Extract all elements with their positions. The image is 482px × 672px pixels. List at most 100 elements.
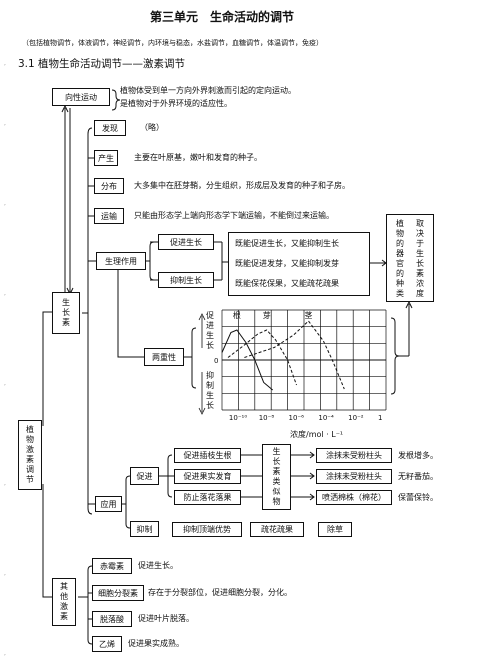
promote-app-3: 防止落花落果 (174, 490, 241, 505)
analog-label-char: 物 (272, 497, 281, 506)
other-hormones-box: 其他激素 (52, 578, 76, 626)
discovery-label: 发现 (94, 120, 126, 136)
application-label: 应用 (95, 496, 122, 512)
series-line-3 (244, 320, 345, 390)
app-result-2: 无籽番茄。 (398, 472, 438, 481)
auxin-label-char: 生 (62, 298, 70, 307)
section-heading: 3.1 植物生命活动调节——激素调节 (18, 58, 186, 70)
y-label-bottom-char: 制 (206, 380, 214, 390)
auxin-label-char: 素 (62, 318, 70, 327)
other-hormone-1: 赤霉素 (92, 558, 132, 574)
chart-xlabel: 浓度/mol · L⁻¹ (290, 430, 344, 439)
series-label-1: 根 (233, 310, 241, 320)
effect-line-2: 既能促进发芽，又能抑制发芽 (235, 259, 339, 268)
margin-mark: , (4, 60, 6, 67)
promote-app-label: 促进 (130, 467, 159, 485)
x-tick-label: 1 (378, 414, 382, 422)
root-label-char: 素 (26, 455, 34, 464)
produce-label: 产生 (94, 150, 118, 166)
effects-box: 既能促进生长，又能抑制生长 既能促进发芽，又能抑制发芽 既能保花保果，又能疏花疏… (228, 232, 370, 296)
promote-growth-box: 促进生长 (158, 234, 214, 250)
margin-mark: , (4, 290, 6, 297)
promote-app-1: 促进插枝生根 (174, 448, 241, 463)
transport-label: 运输 (94, 208, 124, 224)
other-effect-2: 存在于分裂部位，促进细胞分裂，分化。 (148, 588, 292, 597)
y-label-bottom-char: 抑 (206, 370, 214, 380)
x-tick-label: 10⁻¹⁰ (229, 414, 247, 422)
analog-box: 生长素类似物 (262, 444, 291, 510)
page-title: 第三单元 生命活动的调节 (150, 10, 295, 24)
margin-mark: , (4, 200, 6, 207)
physio-label: 生理作用 (96, 252, 146, 270)
inhibit-app-3: 除草 (318, 522, 352, 537)
other-effect-4: 促进果实成熟。 (128, 639, 184, 648)
discovery-text: （略） (140, 123, 164, 132)
app-action-1: 涂抹未受粉柱头 (316, 448, 392, 463)
effect-line-3: 既能保花保果，又能疏花疏果 (235, 279, 339, 288)
x-tick-label: 10⁻⁸ (259, 414, 275, 422)
root-label-char: 调 (26, 465, 34, 474)
y-label-top-char: 促 (206, 310, 214, 320)
effect-line-1: 既能促进生长，又能抑制生长 (235, 239, 339, 248)
other-label-char: 激 (60, 602, 68, 611)
analog-label-char: 素 (272, 467, 281, 476)
distribution-text: 大多集中在胚芽鞘，分生组织，形成层及发育的种子和子房。 (134, 181, 350, 190)
app-action-2: 涂抹未受粉柱头 (316, 469, 392, 484)
y-label-top-char: 长 (206, 340, 214, 350)
x-tick-label: 10⁻⁶ (289, 414, 305, 422)
x-tick-label: 10⁻² (348, 414, 364, 422)
y-label-bottom-char: 生 (206, 390, 214, 400)
other-hormone-2: 细胞分裂素 (92, 585, 144, 601)
root-box-plant-hormone-regulation: 植物激素调节 (18, 420, 42, 490)
root-label-char: 节 (26, 475, 34, 484)
auxin-label-char: 长 (62, 308, 70, 317)
root-label-char: 物 (26, 435, 34, 444)
x-tick-label: 10⁻⁴ (318, 414, 334, 422)
app-action-3: 喷洒棉株（棉花） (316, 490, 392, 505)
tropism-box: 向性运动 (52, 88, 110, 106)
series-line-2 (227, 329, 297, 386)
other-label-char: 素 (60, 612, 68, 621)
root-label-char: 激 (26, 445, 34, 454)
y-label-bottom-char: 长 (206, 400, 214, 410)
series-label-2: 芽 (263, 310, 271, 320)
y-arrow-down-head (198, 407, 206, 415)
transport-text: 只能由形态学上端向形态学下端运输，不能倒过来运输。 (134, 211, 334, 220)
margin-mark: , (4, 570, 6, 577)
y-label-top-char: 进 (206, 321, 214, 330)
duality-label: 两重性 (144, 348, 184, 366)
inhibit-app-2: 疏花疏果 (250, 522, 304, 537)
series-line-1 (221, 329, 274, 391)
other-hormone-4: 乙烯 (92, 636, 122, 652)
series-label-3: 茎 (304, 310, 312, 320)
analog-label-char: 类 (272, 477, 281, 486)
distribution-label: 分布 (94, 178, 124, 194)
analog-label-char: 生 (272, 447, 281, 456)
tropism-desc-2: 是植物对于外界环境的适应性。 (120, 99, 232, 108)
side-note-box: 取决于生长素浓度 植物的器官的种类 (386, 214, 434, 302)
y-arrow-up-head (198, 313, 206, 321)
inhibit-app-1: 抑制顶端优势 (172, 522, 242, 537)
margin-mark: , (4, 380, 6, 387)
side-note-column-2: 植物的器官的种类 (396, 219, 404, 298)
margin-mark: , (4, 120, 6, 127)
other-effect-1: 促进生长。 (138, 561, 178, 570)
other-label-char: 其 (60, 582, 68, 591)
other-label-char: 他 (60, 592, 68, 601)
y-label-top-char: 生 (206, 330, 214, 340)
inhibit-growth-box: 抑制生长 (158, 272, 214, 288)
page-subtitle: （包括植物调节，体液调节，神经调节，内环境与稳态，水盐调节，血糖调节，体温调节，… (22, 39, 323, 47)
side-note-column-1: 取决于生长素浓度 (416, 219, 424, 298)
produce-text: 主要在叶原基，嫩叶和发育的种子。 (134, 153, 262, 162)
margin-mark: , (4, 650, 6, 657)
other-hormone-3: 脱落酸 (92, 611, 132, 627)
inhibit-app-label: 抑制 (130, 521, 159, 537)
analog-label-char: 似 (272, 487, 281, 496)
promote-app-2: 促进果实发育 (174, 469, 241, 484)
analog-label-char: 长 (272, 457, 281, 466)
root-label-char: 植 (26, 425, 34, 434)
tropism-desc-1: 植物体受到单一方向外界刺激而引起的定向运动。 (120, 86, 296, 95)
app-result-3: 保蕾保铃。 (398, 493, 438, 502)
